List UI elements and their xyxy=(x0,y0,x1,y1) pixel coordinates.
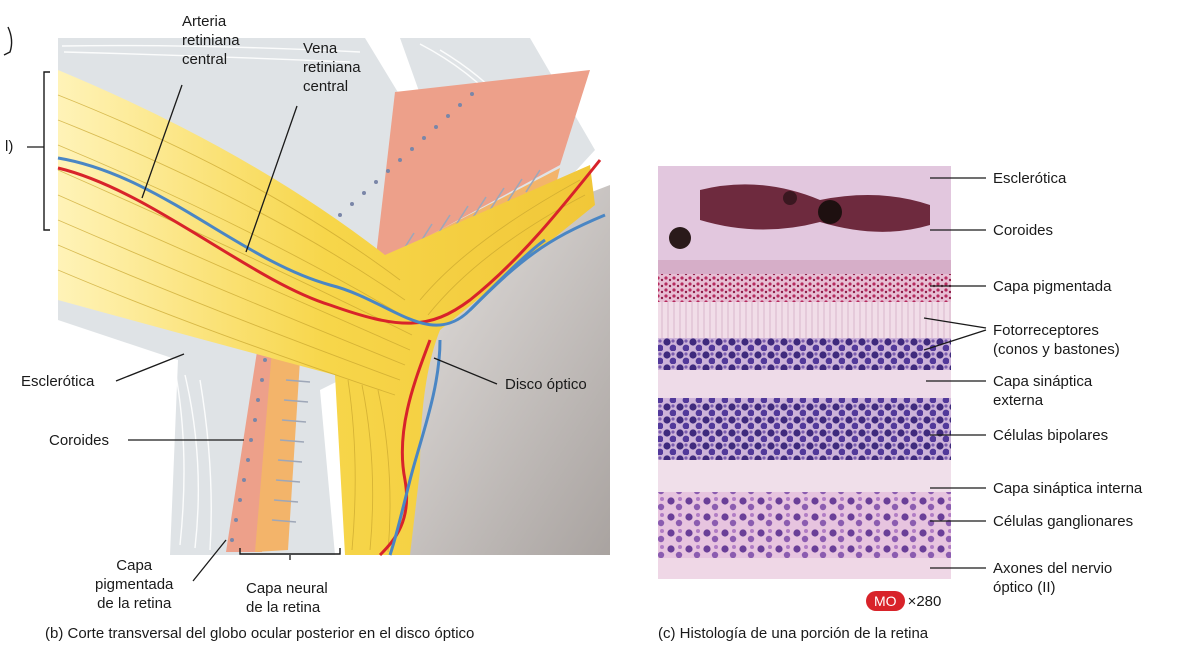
leader-disco xyxy=(434,358,497,384)
caption-panel-b: (b) Corte transversal del globo ocular p… xyxy=(45,624,474,643)
label-capa-pigmentada-retina: Capa pigmentada de la retina xyxy=(95,556,173,613)
label-vena-retiniana-central: Vena retiniana central xyxy=(303,39,361,96)
label-c-capa-pigmentada: Capa pigmentada xyxy=(993,277,1111,296)
leader-c-fotorreceptores-1 xyxy=(924,318,986,328)
label-coroides: Coroides xyxy=(49,431,109,450)
label-c-celulas-bipolares: Células bipolares xyxy=(993,426,1108,445)
label-bracket-fragment: l) xyxy=(5,137,13,156)
label-arteria-retiniana-central: Arteria retiniana central xyxy=(182,12,240,69)
label-c-celulas-ganglionares: Células ganglionares xyxy=(993,512,1133,531)
label-c-capa-sinaptica-interna: Capa sináptica interna xyxy=(993,479,1142,498)
label-esclerotica: Esclerótica xyxy=(21,372,94,391)
label-c-fotorreceptores: Fotorreceptores (conos y bastones) xyxy=(993,321,1120,359)
mo-pill: MO xyxy=(866,591,905,611)
label-c-esclerotica: Esclerótica xyxy=(993,169,1066,188)
label-c-coroides: Coroides xyxy=(993,221,1053,240)
leader-arteria xyxy=(142,85,182,198)
leader-esclerotica xyxy=(116,354,184,381)
magnification-badge: MO ×280 xyxy=(866,591,941,611)
leader-vena xyxy=(246,106,297,252)
leader-capa-pigmentada xyxy=(193,540,226,581)
leader-c-fotorreceptores-2 xyxy=(924,330,986,350)
magnification-value: ×280 xyxy=(908,593,942,610)
label-c-axones-nervio-optico: Axones del nervio óptico (II) xyxy=(993,559,1112,597)
caption-panel-c: (c) Histología de una porción de la reti… xyxy=(658,624,928,643)
label-disco-optico: Disco óptico xyxy=(505,375,587,394)
label-capa-neural-retina: Capa neural de la retina xyxy=(246,579,328,617)
label-c-capa-sinaptica-externa: Capa sináptica externa xyxy=(993,372,1092,410)
